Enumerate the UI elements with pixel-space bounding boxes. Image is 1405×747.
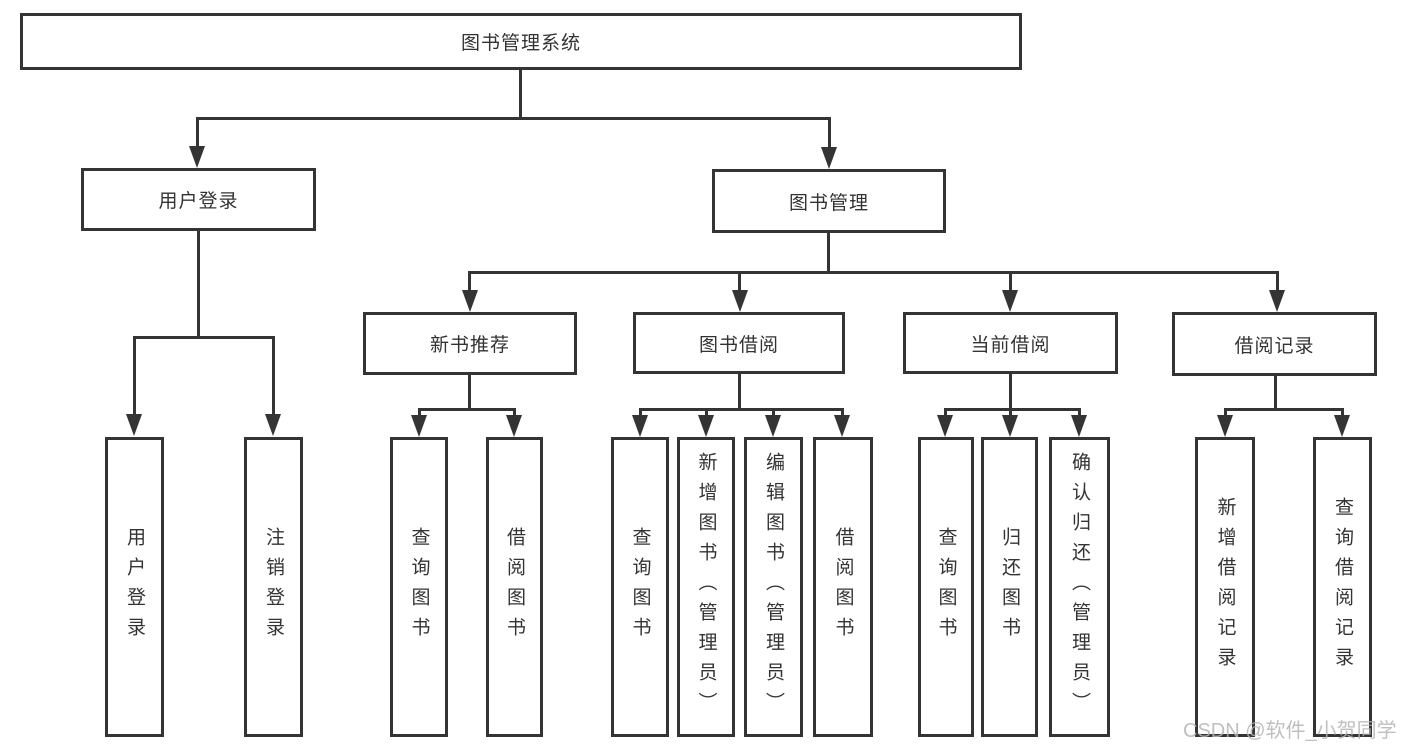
leaf-borrow-books: 借阅图书 <box>486 437 543 737</box>
connector-line <box>1225 408 1343 411</box>
connector-line <box>841 408 844 418</box>
arrowhead-down-icon <box>732 290 748 312</box>
connector-line <box>470 271 1278 274</box>
connector-line <box>1274 376 1277 408</box>
arrowhead-down-icon <box>1217 415 1233 437</box>
arrowhead-down-icon <box>506 415 522 437</box>
connector-line <box>738 374 741 408</box>
connector-line <box>1224 408 1227 418</box>
connector-line <box>133 336 275 339</box>
arrowhead-down-icon <box>126 414 142 436</box>
connector-line <box>197 231 200 336</box>
connector-line <box>828 117 831 149</box>
node-label: 当前借阅 <box>970 334 1051 356</box>
connector-line <box>705 408 708 418</box>
connector-line <box>1009 374 1012 410</box>
connector-line <box>640 408 843 411</box>
arrowhead-down-icon <box>834 415 850 437</box>
connector-line <box>1078 408 1081 418</box>
connector-line <box>738 271 741 293</box>
node-label: 归还图书 <box>999 527 1020 647</box>
connector-line <box>419 408 516 411</box>
node-book-management: 图书管理 <box>712 169 946 233</box>
arrowhead-down-icon <box>1002 290 1018 312</box>
arrowhead-down-icon <box>1071 415 1087 437</box>
connector-line <box>272 336 275 414</box>
arrowhead-down-icon <box>765 415 781 437</box>
connector-line <box>1341 408 1344 418</box>
leaf-add-book-admin: 新增图书（管理员） <box>677 437 735 737</box>
connector-line <box>639 408 642 418</box>
connector-line <box>1276 271 1279 293</box>
node-label: 新增图书（管理员） <box>695 452 717 722</box>
leaf-logout: 注销登录 <box>244 437 303 737</box>
connector-line <box>197 117 831 120</box>
arrowhead-down-icon <box>698 415 714 437</box>
node-label: 确认归还（管理员） <box>1069 452 1090 722</box>
connector-line <box>513 408 516 418</box>
connector-line <box>1009 408 1012 418</box>
node-user-login: 用户登录 <box>81 168 316 231</box>
arrowhead-down-icon <box>189 146 205 168</box>
node-new-book-recommendation: 新书推荐 <box>363 312 577 375</box>
connector-line <box>944 408 947 418</box>
node-label: 借阅图书 <box>504 527 525 647</box>
leaf-query-borrow-record: 查询借阅记录 <box>1313 437 1372 737</box>
connector-line <box>772 408 775 418</box>
connector-line <box>133 336 136 414</box>
node-label: 借阅记录 <box>1234 335 1315 357</box>
node-label: 图书管理 <box>788 192 869 214</box>
leaf-user-login: 用户登录 <box>105 437 164 737</box>
node-label: 查询图书 <box>935 527 957 647</box>
connector-line <box>468 271 471 293</box>
arrowhead-down-icon <box>411 415 427 437</box>
leaf-add-borrow-record: 新增借阅记录 <box>1195 437 1255 737</box>
node-current-borrowing: 当前借阅 <box>903 312 1118 374</box>
connector-line <box>418 408 421 418</box>
arrowhead-down-icon <box>632 415 648 437</box>
leaf-borrow-books-2: 借阅图书 <box>813 437 873 737</box>
node-label: 查询图书 <box>629 527 651 647</box>
connector-line <box>519 70 522 117</box>
leaf-query-books-3: 查询图书 <box>918 437 974 737</box>
node-label: 编辑图书（管理员） <box>763 452 784 722</box>
connector-line <box>196 117 199 149</box>
node-borrowing-records: 借阅记录 <box>1172 312 1377 376</box>
node-label: 新书推荐 <box>429 335 510 356</box>
leaf-edit-book-admin: 编辑图书（管理员） <box>744 437 803 737</box>
node-label: 注销登录 <box>263 527 284 647</box>
csdn-watermark: CSDN @软件_小贺同学 <box>1183 720 1397 742</box>
arrowhead-down-icon <box>462 290 478 312</box>
connector-line <box>1009 271 1012 293</box>
leaf-query-books-2: 查询图书 <box>611 437 669 737</box>
node-label: 借阅图书 <box>832 527 854 647</box>
node-label: 查询借阅记录 <box>1332 497 1353 677</box>
node-label: 图书借阅 <box>698 334 779 356</box>
node-label: 图书管理系统 <box>460 33 581 54</box>
node-label: 用户登录 <box>158 191 239 212</box>
arrowhead-down-icon <box>1269 290 1285 312</box>
arrowhead-down-icon <box>937 415 953 437</box>
node-label: 新增借阅记录 <box>1214 497 1236 677</box>
leaf-return-books: 归还图书 <box>981 437 1038 737</box>
arrowhead-down-icon <box>265 414 281 436</box>
node-library-management-system: 图书管理系统 <box>20 13 1022 70</box>
leaf-confirm-return-admin: 确认归还（管理员） <box>1049 437 1110 737</box>
connector-line <box>945 408 1081 411</box>
connector-line <box>468 375 471 408</box>
node-label: 查询图书 <box>408 527 430 647</box>
node-book-borrowing: 图书借阅 <box>633 312 845 374</box>
leaf-query-books: 查询图书 <box>390 437 448 737</box>
node-label: 用户登录 <box>124 527 145 647</box>
connector-line <box>827 233 830 273</box>
arrowhead-down-icon <box>1334 415 1350 437</box>
arrowhead-down-icon <box>1002 415 1018 437</box>
arrowhead-down-icon <box>821 147 837 169</box>
